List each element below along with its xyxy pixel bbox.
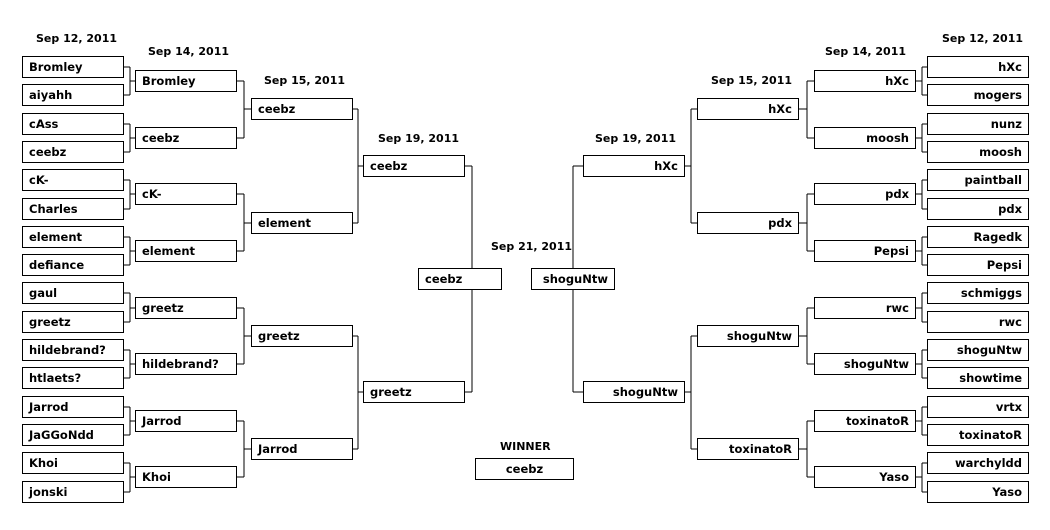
right-r1-player-13[interactable]: vrtx (927, 396, 1029, 418)
left-r1-player-2[interactable]: aiyahh (22, 84, 124, 106)
right-r2-player-5[interactable]: rwc (814, 297, 916, 319)
left-r1-player-10[interactable]: greetz (22, 311, 124, 333)
left-r1-player-6[interactable]: Charles (22, 198, 124, 220)
right-r3-player-2[interactable]: pdx (697, 212, 799, 234)
left-r2-player-6[interactable]: hildebrand? (135, 353, 237, 375)
left-r1-player-16[interactable]: jonski (22, 481, 124, 503)
left-r3-player-4[interactable]: Jarrod (251, 438, 353, 460)
left-r1-player-12[interactable]: htlaets? (22, 367, 124, 389)
date-right-round2: Sep 14, 2011 (825, 45, 907, 58)
left-r3-player-1[interactable]: ceebz (251, 98, 353, 120)
date-right-round3: Sep 15, 2011 (711, 74, 793, 87)
left-r2-player-5[interactable]: greetz (135, 297, 237, 319)
left-r4-player-2[interactable]: greetz (363, 381, 465, 403)
left-r2-player-1[interactable]: Bromley (135, 70, 237, 92)
left-r3-player-2[interactable]: element (251, 212, 353, 234)
right-r1-player-7[interactable]: Ragedk (927, 226, 1029, 248)
left-r2-player-2[interactable]: ceebz (135, 127, 237, 149)
left-r3-player-3[interactable]: greetz (251, 325, 353, 347)
right-r3-player-1[interactable]: hXc (697, 98, 799, 120)
right-r1-player-16[interactable]: Yaso (927, 481, 1029, 503)
right-r3-player-3[interactable]: shoguNtw (697, 325, 799, 347)
right-r2-player-2[interactable]: moosh (814, 127, 916, 149)
left-r1-player-9[interactable]: gaul (22, 282, 124, 304)
right-r4-player-2[interactable]: shoguNtw (583, 381, 685, 403)
left-r1-player-1[interactable]: Bromley (22, 56, 124, 78)
left-r2-player-3[interactable]: cK- (135, 183, 237, 205)
left-r1-player-13[interactable]: Jarrod (22, 396, 124, 418)
left-r1-player-15[interactable]: Khoi (22, 452, 124, 474)
left-r1-player-4[interactable]: ceebz (22, 141, 124, 163)
date-final: Sep 21, 2011 (491, 240, 573, 253)
right-r1-player-14[interactable]: toxinatoR (927, 424, 1029, 446)
left-r1-player-11[interactable]: hildebrand? (22, 339, 124, 361)
right-r1-player-9[interactable]: schmiggs (927, 282, 1029, 304)
right-r1-player-2[interactable]: mogers (927, 84, 1029, 106)
winner-player[interactable]: ceebz (475, 458, 574, 480)
final-right-player[interactable]: shoguNtw (531, 268, 615, 290)
right-r1-player-1[interactable]: hXc (927, 56, 1029, 78)
right-r2-player-8[interactable]: Yaso (814, 466, 916, 488)
date-right-round1: Sep 12, 2011 (942, 32, 1024, 45)
left-r1-player-5[interactable]: cK- (22, 169, 124, 191)
right-r1-player-10[interactable]: rwc (927, 311, 1029, 333)
right-r1-player-3[interactable]: nunz (927, 113, 1029, 135)
left-r1-player-3[interactable]: cAss (22, 113, 124, 135)
left-r2-player-4[interactable]: element (135, 240, 237, 262)
right-r1-player-12[interactable]: showtime (927, 367, 1029, 389)
right-r2-player-3[interactable]: pdx (814, 183, 916, 205)
left-r4-player-1[interactable]: ceebz (363, 155, 465, 177)
left-r1-player-14[interactable]: JaGGoNdd (22, 424, 124, 446)
left-r2-player-7[interactable]: Jarrod (135, 410, 237, 432)
final-left-player[interactable]: ceebz (418, 268, 502, 290)
right-r1-player-8[interactable]: Pepsi (927, 254, 1029, 276)
date-left-round1: Sep 12, 2011 (36, 32, 118, 45)
date-left-round2: Sep 14, 2011 (148, 45, 230, 58)
right-r1-player-6[interactable]: pdx (927, 198, 1029, 220)
right-r1-player-4[interactable]: moosh (927, 141, 1029, 163)
right-r1-player-11[interactable]: shoguNtw (927, 339, 1029, 361)
right-r2-player-7[interactable]: toxinatoR (814, 410, 916, 432)
right-r3-player-4[interactable]: toxinatoR (697, 438, 799, 460)
right-r2-player-4[interactable]: Pepsi (814, 240, 916, 262)
left-r2-player-8[interactable]: Khoi (135, 466, 237, 488)
date-right-round4: Sep 19, 2011 (595, 132, 677, 145)
date-left-round3: Sep 15, 2011 (264, 74, 346, 87)
right-r1-player-5[interactable]: paintball (927, 169, 1029, 191)
right-r2-player-1[interactable]: hXc (814, 70, 916, 92)
left-r1-player-8[interactable]: defiance (22, 254, 124, 276)
right-r1-player-15[interactable]: warchyldd (927, 452, 1029, 474)
left-r1-player-7[interactable]: element (22, 226, 124, 248)
right-r4-player-1[interactable]: hXc (583, 155, 685, 177)
winner-label: WINNER (500, 440, 551, 453)
right-r2-player-6[interactable]: shoguNtw (814, 353, 916, 375)
date-left-round4: Sep 19, 2011 (378, 132, 460, 145)
